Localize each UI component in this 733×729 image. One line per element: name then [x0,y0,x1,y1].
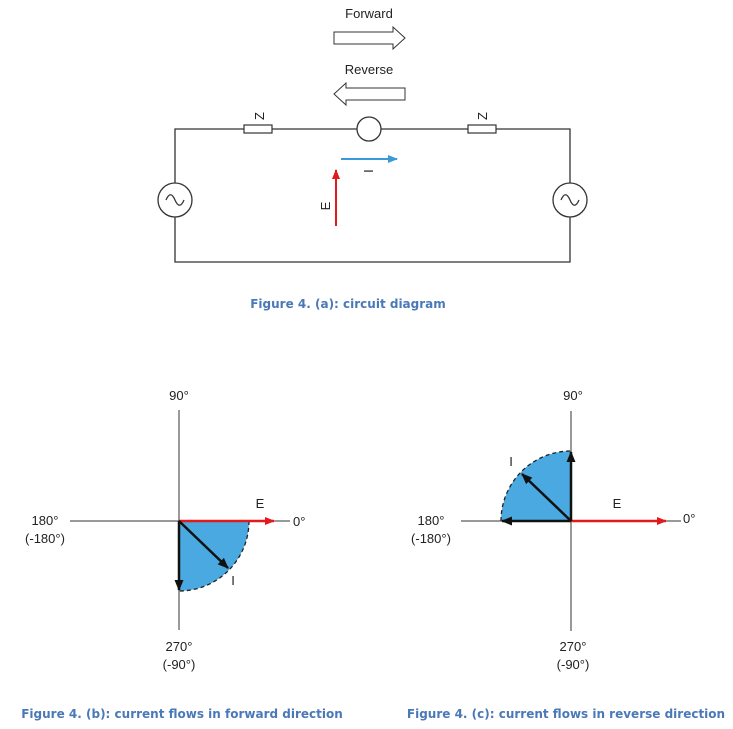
reverse-90-label: 90° [563,388,583,403]
forward-e-label: E [256,496,265,511]
circuit-diagram: Forward Reverse Z Z E I Figure 4. (a): c… [157,6,588,311]
reverse-arrow-icon [333,81,406,107]
z-left-label: Z [252,112,267,120]
reverse-0-label: 0° [683,511,695,526]
caption-a: Figure 4. (a): circuit diagram [250,297,446,311]
bottom-wire [174,212,571,263]
caption-b: Figure 4. (b): current flows in forward … [21,707,343,721]
circuit-e-label: E [318,201,333,210]
impedance-right [467,124,497,134]
reverse-270-label: 270° [560,639,587,654]
forward-90-label: 90° [169,388,189,403]
sine-left-icon [165,194,185,206]
reverse-180-label: 180° [418,513,445,528]
relay-circle [356,116,382,142]
forward-label: Forward [345,6,393,21]
forward-270-label: 270° [166,639,193,654]
circuit-i-label: I [361,169,376,173]
phasor-forward-diagram: E I 90° 0° 180° (-180°) 270° (-90°) Figu… [21,388,343,721]
forward-i-vector [178,520,229,569]
reverse-label: Reverse [345,62,393,77]
forward-i-label: I [231,573,235,588]
reverse-180-alt-label: (-180°) [411,531,451,546]
forward-270-alt-label: (-90°) [163,657,196,672]
forward-0-label: 0° [293,514,305,529]
caption-c: Figure 4. (c): current flows in reverse … [407,707,725,721]
reverse-e-label: E [613,496,622,511]
forward-arrow-icon [333,25,406,51]
forward-180-alt-label: (-180°) [25,531,65,546]
impedance-left [243,124,273,134]
sine-right-icon [560,194,580,206]
reverse-i-vector [521,473,572,522]
z-right-label: Z [475,112,490,120]
phasor-reverse-diagram: E I 90° 0° 180° (-180°) 270° (-90°) Figu… [407,388,725,721]
forward-180-label: 180° [32,513,59,528]
reverse-i-label: I [509,454,513,469]
reverse-270-alt-label: (-90°) [557,657,590,672]
